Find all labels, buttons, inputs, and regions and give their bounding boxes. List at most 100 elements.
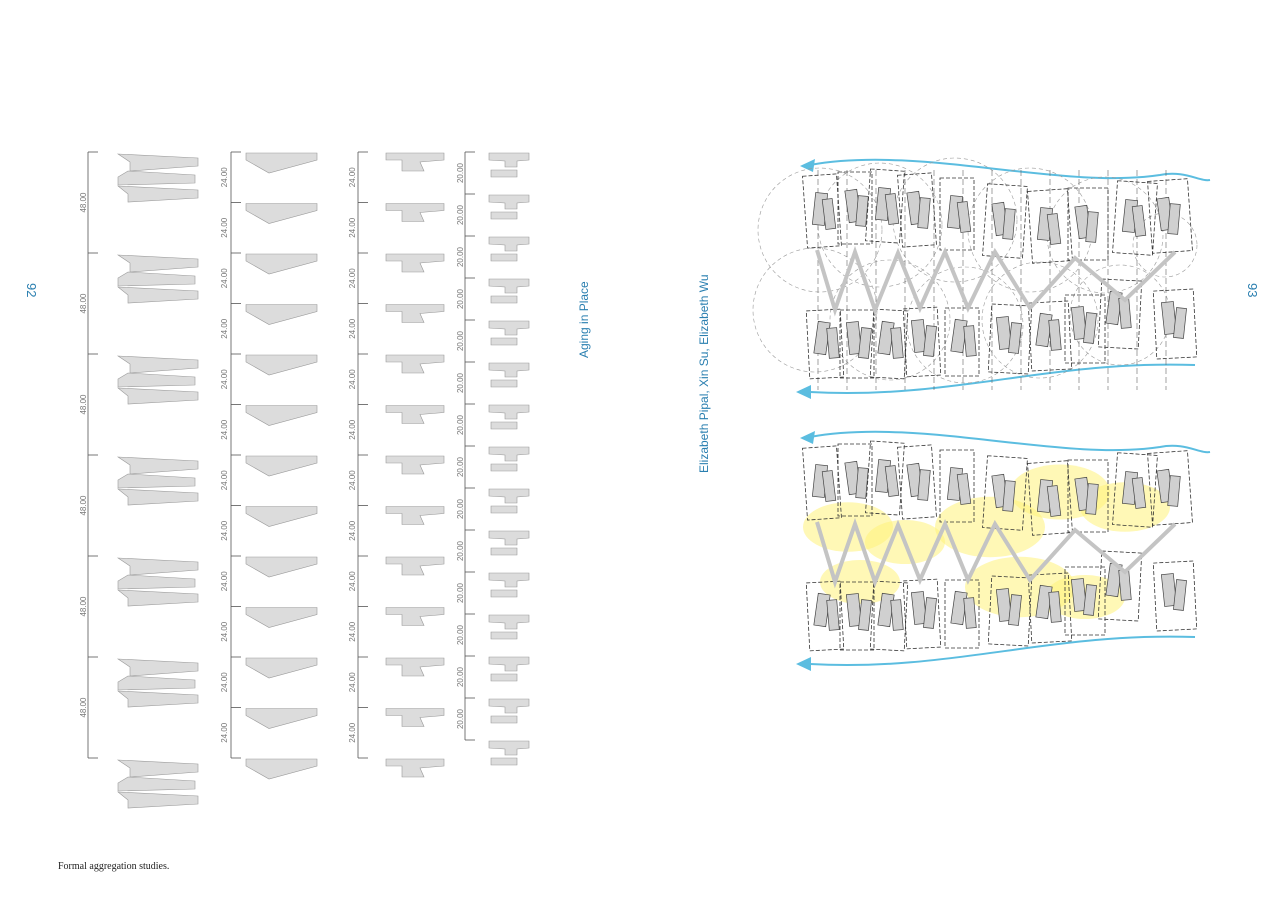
- module-part: [116, 658, 199, 677]
- unit-outline: [939, 449, 975, 523]
- module-part: [488, 656, 530, 672]
- module-part: [490, 715, 518, 724]
- module-part: [488, 320, 530, 336]
- unit-block: [1167, 203, 1181, 235]
- unit-block: [910, 591, 928, 625]
- unit-block: [1008, 322, 1022, 354]
- unit-block: [1131, 477, 1147, 509]
- catchment-circle: [1046, 176, 1164, 294]
- dimension-label: 48.00: [79, 495, 88, 516]
- unit-outline: [839, 309, 875, 379]
- dimension-label: 24.00: [348, 722, 357, 743]
- dimension-label: 20.00: [456, 582, 465, 603]
- dimension-label: 24.00: [220, 571, 229, 592]
- module-part: [488, 404, 530, 420]
- flow-arrow-path: [809, 363, 1196, 395]
- unit-block: [884, 465, 900, 497]
- module-part: [245, 304, 318, 325]
- dimension-label: 20.00: [456, 330, 465, 351]
- unit-block: [1002, 480, 1016, 512]
- dimension-label: 48.00: [79, 192, 88, 213]
- unit-block: [855, 467, 869, 499]
- dimension-label: 24.00: [220, 268, 229, 289]
- unit-block: [963, 597, 977, 629]
- module-part: [490, 547, 518, 556]
- unit-block: [1048, 319, 1062, 351]
- flow-arrow-path: [809, 158, 1211, 182]
- dimension-label: 24.00: [348, 167, 357, 188]
- unit-outline: [805, 580, 845, 652]
- module-part: [385, 708, 445, 727]
- module-part: [116, 557, 199, 576]
- circulation-zigzag: [815, 245, 1177, 317]
- circulation-zigzag: [815, 517, 1177, 589]
- dimension-label: 24.00: [348, 621, 357, 642]
- module-part: [245, 758, 318, 780]
- aggregation-column-col-d: 20.00 20.00 20.00 20.00 20.00 20.00 20.00 20.00…: [456, 151, 530, 766]
- flow-arrow-head: [800, 431, 815, 444]
- dimension-label: 24.00: [220, 369, 229, 390]
- unit-outline: [837, 171, 873, 245]
- module-part: [117, 488, 199, 506]
- dimension-label: 24.00: [220, 672, 229, 693]
- module-part: [245, 354, 318, 376]
- module-part: [385, 304, 445, 323]
- dimension-label: 24.00: [348, 369, 357, 390]
- module-part: [385, 607, 445, 626]
- page-number-right: 93: [1245, 283, 1260, 298]
- module-part: [488, 152, 530, 168]
- unit-block: [1167, 475, 1181, 507]
- flow-arrow-path: [809, 430, 1211, 454]
- unit-block: [821, 198, 837, 230]
- module-part: [385, 506, 445, 525]
- sunlight-zone: [935, 496, 1045, 558]
- unit-outline: [865, 168, 905, 244]
- unit-outline: [1064, 294, 1106, 364]
- dimension-label: 20.00: [456, 624, 465, 645]
- dimension-label: 20.00: [456, 204, 465, 225]
- dimension-label: 24.00: [220, 470, 229, 491]
- catchment-circle: [981, 261, 1099, 379]
- unit-outline: [869, 580, 909, 652]
- module-part: [490, 421, 518, 430]
- unit-outline: [1067, 187, 1109, 261]
- module-part: [117, 675, 196, 691]
- unit-block: [995, 588, 1013, 622]
- module-part: [385, 556, 445, 576]
- module-part: [490, 211, 518, 220]
- module-part: [117, 690, 199, 708]
- module-part: [488, 530, 530, 546]
- unit-outline: [1027, 300, 1073, 372]
- unit-outline: [802, 173, 842, 249]
- module-part: [117, 170, 196, 186]
- dimension-label: 20.00: [456, 666, 465, 687]
- catchment-circle: [892, 157, 1018, 283]
- module-part: [385, 455, 445, 475]
- unit-outline: [1112, 452, 1158, 528]
- module-part: [488, 362, 530, 378]
- module-part: [488, 572, 530, 588]
- module-part: [245, 506, 318, 527]
- module-part: [245, 152, 318, 174]
- unit-outline: [1067, 459, 1109, 533]
- module-part: [488, 488, 530, 504]
- dimension-label: 20.00: [456, 162, 465, 183]
- unit-outline: [902, 306, 942, 378]
- module-part: [116, 153, 199, 172]
- dimension-label: 24.00: [220, 419, 229, 440]
- module-part: [117, 286, 199, 304]
- dimension-label: 20.00: [456, 288, 465, 309]
- dimension-label: 20.00: [456, 456, 465, 477]
- module-part: [116, 355, 199, 374]
- dimension-label: 24.00: [348, 419, 357, 440]
- unit-outline: [1027, 572, 1073, 644]
- unit-outline: [982, 455, 1028, 531]
- module-part: [117, 574, 196, 590]
- module-part: [245, 657, 318, 679]
- unit-block: [1131, 205, 1147, 237]
- unit-block: [995, 316, 1013, 350]
- module-part: [117, 791, 199, 809]
- flow-arrow-path: [809, 635, 1196, 667]
- dimension-label: 24.00: [220, 621, 229, 642]
- dimension-label: 20.00: [456, 414, 465, 435]
